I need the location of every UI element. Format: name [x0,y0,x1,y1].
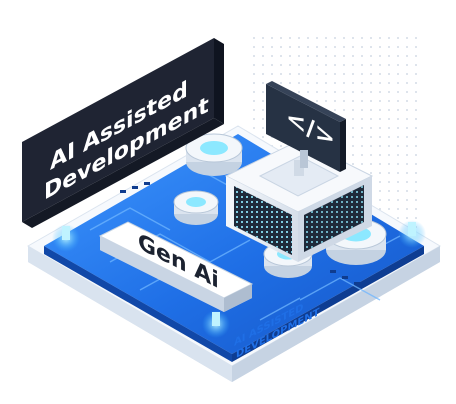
glow-post-bottom [202,310,230,338]
gen-ai-button[interactable]: Gen Ai [98,221,254,312]
glow-post-right [398,220,426,248]
glow-post-left [52,224,80,252]
server-block [224,139,374,262]
monitor: </> [266,81,346,172]
cylinder-node-top [185,133,243,176]
cylinder-node-left [173,190,219,225]
